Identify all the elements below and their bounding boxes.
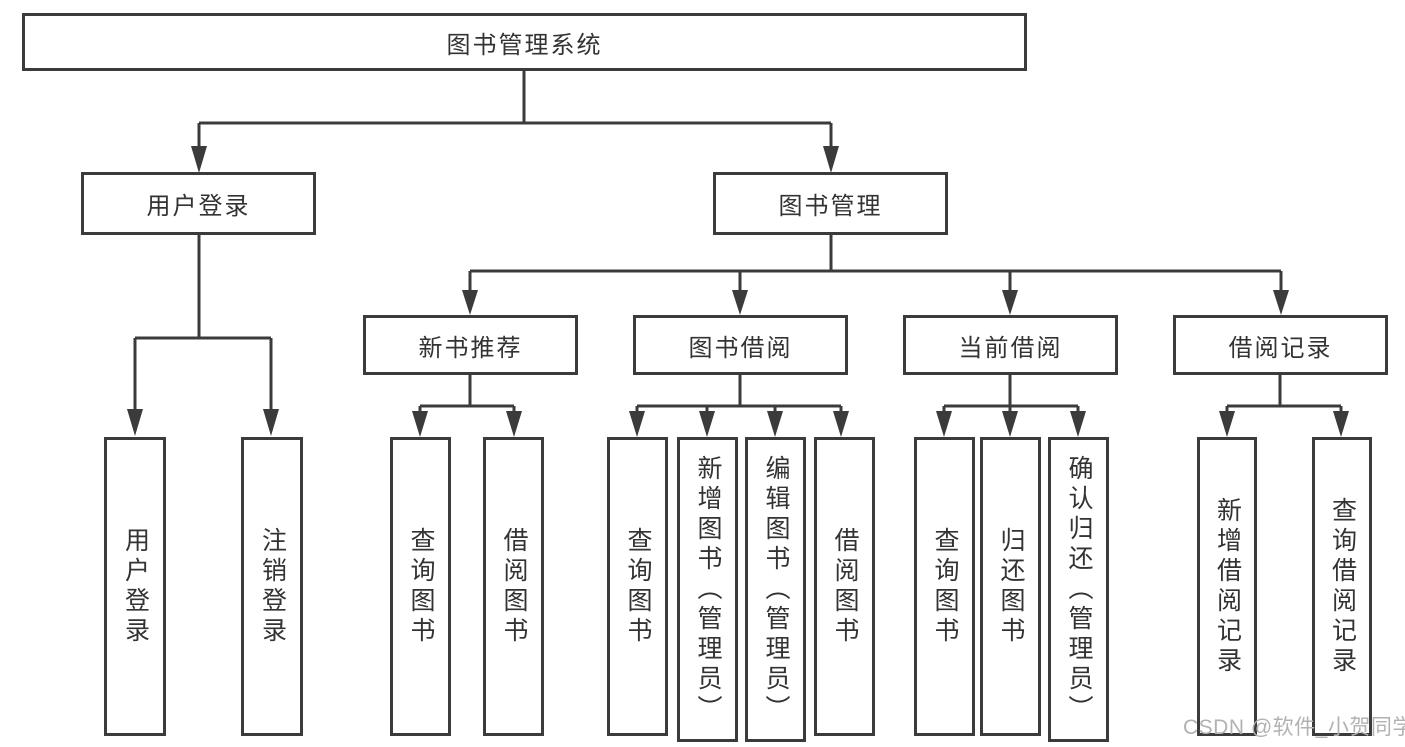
node-leaf-borrow-books-recommend: 借阅图书 [483,437,544,736]
node-book-management: 图书管理 [713,172,948,235]
node-new-book-recommend: 新书推荐 [363,315,578,375]
node-leaf-return-book: 归还图书 [980,437,1041,736]
node-root: 图书管理系统 [22,13,1027,71]
connector-new-book-recommend [412,375,522,437]
node-leaf-query-books-borrow: 查询图书 [607,437,668,736]
connector-borrow-records [1219,375,1349,437]
node-leaf-query-books-current: 查询图书 [914,437,975,736]
node-leaf-add-borrow-record: 新增借阅记录 [1197,437,1257,736]
node-leaf-logout: 注销登录 [241,437,303,736]
connector-book-borrow [629,375,849,437]
node-leaf-query-borrow-record: 查询借阅记录 [1312,437,1372,736]
node-user-login: 用户登录 [81,172,316,235]
node-leaf-add-book-admin: 新增图书（管理员） [677,437,738,742]
node-leaf-edit-book-admin: 编辑图书（管理员） [745,437,806,742]
node-book-borrow: 图书借阅 [633,315,848,375]
connector-user-login [127,235,279,436]
node-leaf-user-login: 用户登录 [104,437,166,736]
connector-current-borrow [936,375,1086,437]
node-leaf-confirm-return-admin: 确认归还（管理员） [1048,437,1109,742]
csdn-watermark: CSDN @软件_小贺同学 [1183,716,1405,739]
node-leaf-query-books-recommend: 查询图书 [390,437,451,736]
node-borrow-records: 借阅记录 [1173,315,1388,375]
connector-book-management [462,235,1289,315]
node-leaf-borrow-books: 借阅图书 [814,437,875,736]
node-current-borrow: 当前借阅 [903,315,1118,375]
connector-root [191,71,839,173]
